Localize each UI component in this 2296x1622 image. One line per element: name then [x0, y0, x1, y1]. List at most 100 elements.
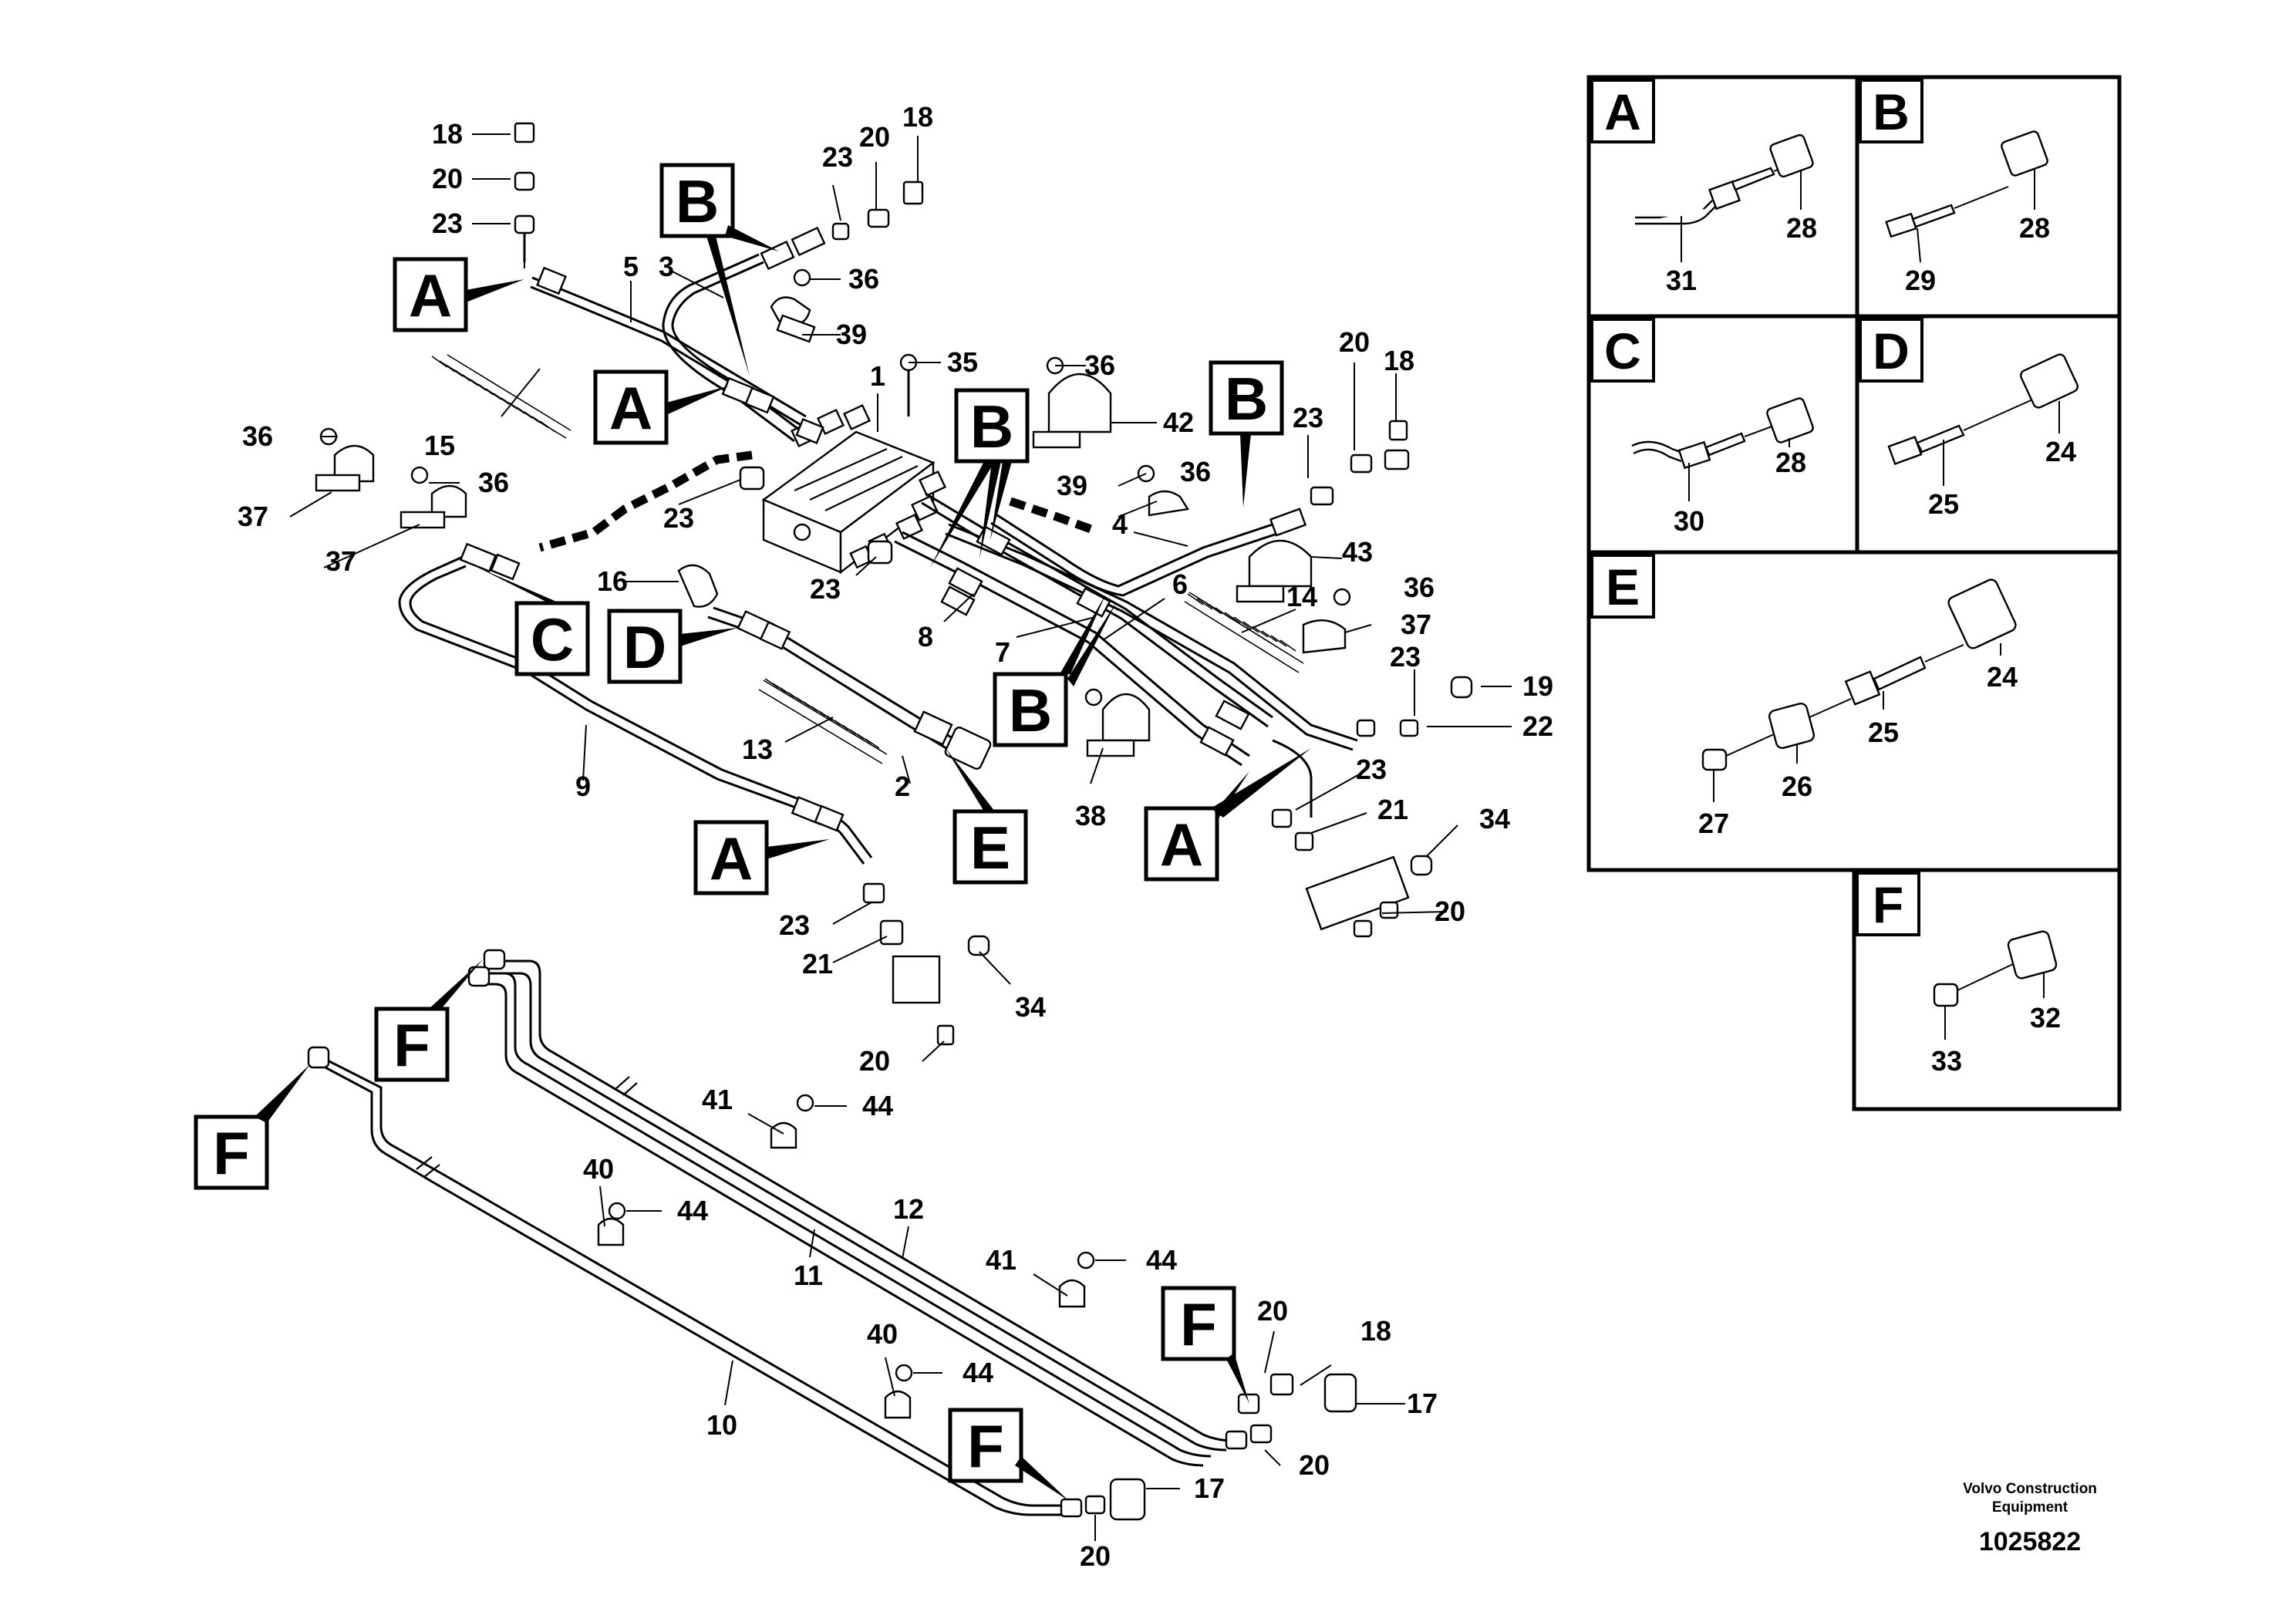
callout-44-b: 44 — [677, 1195, 708, 1226]
view-box-B-1: B — [676, 167, 719, 235]
dashed-line-right — [1009, 497, 1097, 535]
callout-5: 5 — [623, 251, 639, 282]
hose-3 — [662, 180, 924, 443]
leader-lines — [289, 133, 1512, 1541]
callout-34-b: 34 — [1015, 991, 1046, 1023]
callout-7: 7 — [995, 636, 1010, 668]
callout-3: 3 — [659, 251, 674, 282]
view-box-F-3: F — [1180, 1290, 1217, 1358]
item-callouts: 18 20 23 5 3 23 20 18 36 39 35 1 36 42 2… — [238, 101, 1553, 1572]
panel-A-part-31: 31 — [1666, 265, 1697, 296]
panel-C-part-28: 28 — [1775, 447, 1806, 478]
panel-E-letter: E — [1606, 558, 1640, 615]
callout-23-f: 23 — [810, 573, 841, 605]
callout-20-h: 20 — [1080, 1540, 1111, 1572]
callout-39-b: 39 — [1057, 470, 1087, 501]
callout-22: 22 — [1522, 710, 1553, 742]
footer: Volvo Construction Equipment 1025822 — [1963, 1481, 2097, 1556]
callout-23-a: 23 — [432, 207, 463, 239]
callout-37-c: 37 — [1401, 609, 1431, 640]
view-callout-boxes: A B A B B C D — [194, 163, 1311, 1501]
callout-37-b: 37 — [325, 545, 356, 577]
clamps — [315, 296, 1347, 757]
callout-35: 35 — [947, 346, 978, 378]
pipe-9 — [398, 542, 990, 1046]
view-box-E: E — [970, 814, 1010, 882]
panel-C-part-30: 30 — [1674, 505, 1704, 537]
panel-A-part-28: 28 — [1786, 212, 1817, 244]
callout-23-d: 23 — [663, 502, 694, 534]
callout-23-c: 23 — [1293, 402, 1323, 433]
callout-36-c: 36 — [242, 420, 273, 452]
callout-44-c: 44 — [1146, 1244, 1177, 1276]
dashed-line-left — [538, 450, 753, 552]
panel-C-letter: C — [1604, 322, 1641, 379]
view-box-F-4: F — [967, 1412, 1004, 1480]
callout-18-a: 18 — [432, 118, 463, 150]
callout-11: 11 — [794, 1259, 823, 1291]
panel-E-part-27: 27 — [1698, 808, 1729, 839]
view-box-B-4: B — [1009, 676, 1052, 744]
panel-B: B 29 28 — [1859, 79, 2050, 296]
view-box-F-1: F — [393, 1011, 430, 1079]
callout-6: 6 — [1172, 568, 1188, 600]
hose-2 — [677, 564, 992, 770]
callout-20-g: 20 — [1299, 1449, 1330, 1481]
callout-44-a: 44 — [862, 1090, 893, 1121]
callout-23-b: 23 — [822, 141, 853, 173]
callout-23-e: 23 — [1390, 641, 1421, 673]
callout-21-a: 21 — [1377, 794, 1408, 825]
panel-E-part-25: 25 — [1868, 717, 1899, 748]
panel-F-part-32: 32 — [2030, 1002, 2061, 1034]
manufacturer-name-line2: Equipment — [1992, 1499, 2068, 1516]
panel-E: E 27 26 25 24 — [1590, 554, 2018, 839]
view-box-A-1: A — [409, 261, 452, 329]
callout-41-a: 41 — [702, 1084, 733, 1115]
panel-B-letter: B — [1873, 83, 1910, 140]
callout-18-d: 18 — [1360, 1315, 1391, 1347]
callout-36-d: 36 — [478, 467, 509, 498]
callout-15: 15 — [424, 430, 455, 461]
callout-39-a: 39 — [836, 319, 867, 350]
callout-44-d: 44 — [963, 1357, 993, 1388]
callout-4: 4 — [1112, 508, 1128, 540]
callout-20-d: 20 — [1435, 895, 1465, 927]
callout-17-b: 17 — [1194, 1472, 1225, 1504]
callout-20-f: 20 — [1257, 1295, 1288, 1327]
panel-F-letter: F — [1873, 876, 1903, 933]
callout-8: 8 — [918, 621, 933, 653]
view-box-C: C — [531, 605, 574, 673]
view-box-A-4: A — [710, 824, 753, 892]
panel-D-part-24: 24 — [2045, 436, 2076, 467]
panel-D: D 25 24 — [1859, 318, 2079, 520]
panel-F-part-33: 33 — [1931, 1045, 1962, 1077]
panel-A-letter: A — [1604, 83, 1641, 140]
panel-A: A 31 28 — [1590, 79, 1817, 296]
callout-43: 43 — [1342, 536, 1373, 568]
callout-40-a: 40 — [583, 1153, 614, 1185]
lower-pipes — [307, 949, 1357, 1521]
panel-B-part-28: 28 — [2019, 212, 2050, 244]
panel-D-part-25: 25 — [1928, 488, 1959, 520]
panel-E-part-24: 24 — [1987, 661, 2018, 693]
callout-2: 2 — [895, 771, 910, 802]
panel-D-letter: D — [1873, 322, 1910, 379]
callout-42: 42 — [1163, 406, 1194, 438]
callout-18-b: 18 — [902, 101, 933, 133]
callout-36-b: 36 — [1084, 349, 1115, 381]
callout-20-e: 20 — [859, 1045, 890, 1077]
callout-9: 9 — [575, 771, 591, 802]
view-box-B-2: B — [970, 393, 1013, 460]
callout-23-h: 23 — [779, 909, 810, 941]
callout-23-g: 23 — [1356, 754, 1387, 785]
view-box-B-3: B — [1225, 365, 1268, 433]
callout-40-b: 40 — [867, 1318, 898, 1350]
callout-21-b: 21 — [802, 948, 833, 980]
callout-12: 12 — [893, 1193, 924, 1225]
callout-36-a: 36 — [848, 263, 879, 295]
callout-16: 16 — [597, 565, 628, 597]
view-box-F-2: F — [213, 1119, 250, 1187]
hose-5 — [514, 122, 807, 427]
callout-13: 13 — [742, 733, 773, 765]
